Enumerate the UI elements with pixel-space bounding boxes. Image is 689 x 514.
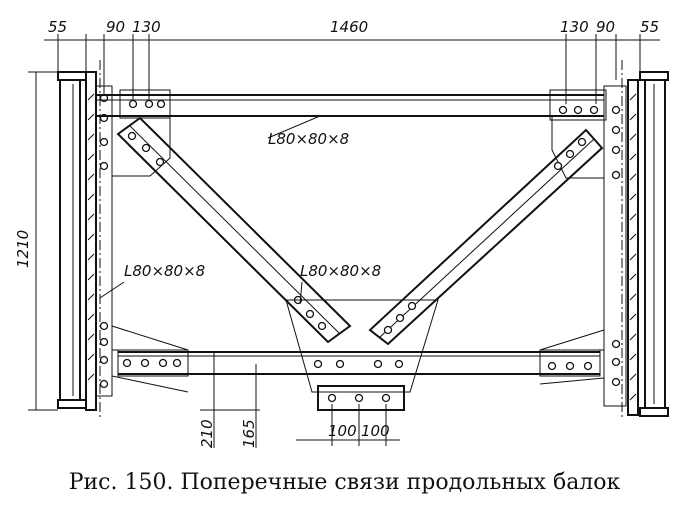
- dim-bolt-100-b: 100: [361, 422, 390, 440]
- top-angle: [96, 89, 607, 121]
- label-angle-center: L80×80×8: [300, 262, 381, 280]
- right-beam: [603, 60, 669, 420]
- dim-bolt-100-a: 100: [328, 422, 357, 440]
- label-angle-left: L80×80×8: [124, 262, 205, 280]
- bottom-angle: [111, 325, 605, 393]
- dim-left-55: 55: [48, 18, 67, 36]
- dim-right-90: 90: [596, 18, 615, 36]
- dimension-lines: [28, 34, 660, 448]
- top-gusset-plates: [111, 115, 605, 179]
- dim-right-55: 55: [640, 18, 659, 36]
- dim-offset-165: 165: [240, 419, 258, 448]
- dim-left-130: 130: [132, 18, 161, 36]
- right-diagonal: [368, 128, 604, 346]
- dim-right-130: 130: [560, 18, 589, 36]
- left-beam: [57, 60, 113, 420]
- dim-left-90: 90: [106, 18, 125, 36]
- center-gusset: [285, 299, 439, 393]
- dim-offset-210: 210: [198, 419, 216, 448]
- dim-span-1460: 1460: [330, 18, 368, 36]
- label-angle-top: L80×80×8: [268, 130, 349, 148]
- bottom-splice-plate: [317, 385, 405, 411]
- figure-caption: Рис. 150. Поперечные связи продольных ба…: [68, 470, 621, 495]
- dim-height-1210: 1210: [14, 230, 32, 268]
- left-diagonal: [116, 116, 352, 344]
